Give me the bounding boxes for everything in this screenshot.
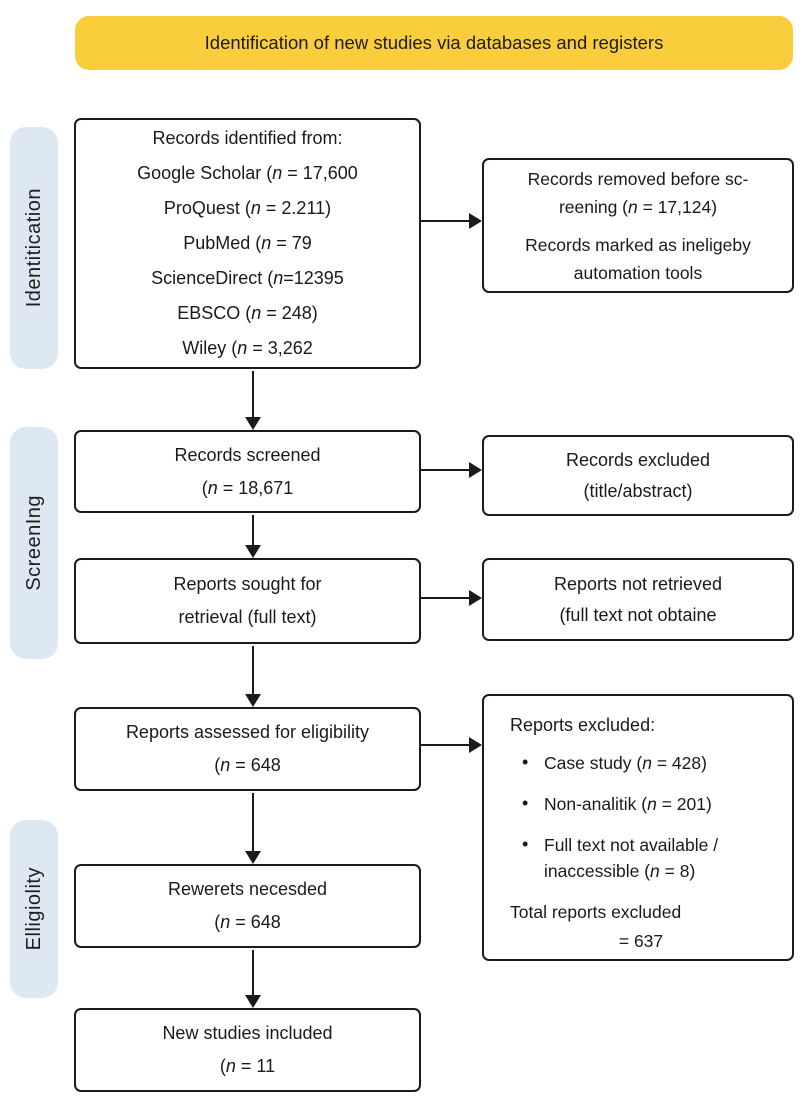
text-line: (n = 18,671 [201, 477, 294, 498]
reports-sought-box: Reports sought for retrieval (full text) [74, 558, 421, 644]
bullet-item: Non-analitik (n = 201) [522, 790, 772, 817]
stage-label-identification: Identitication [10, 127, 58, 369]
arrow-sought-to-notretrieved-head [469, 590, 482, 606]
arrow-sought-to-notretrieved-line [421, 597, 470, 599]
text-line: automation tools [573, 262, 703, 283]
text-line: Wiley (n = 3,262 [182, 338, 313, 358]
records-excluded-box: Records excluded (title/abstract) [482, 435, 794, 516]
text-line: (n = 648 [214, 755, 281, 775]
text-line: Google Scholar (n = 17,600 [137, 163, 358, 183]
stage-label-text: Identitication [22, 188, 45, 308]
reports-excluded-total: Total reports excluded = 637 [510, 899, 772, 957]
arrow-screened-to-sought-head [245, 545, 261, 558]
rewerets-necesded-box: Rewerets necesded (n = 648 [74, 864, 421, 948]
arrow-identified-to-screened-head [245, 417, 261, 430]
text-line: Total reports excluded [510, 902, 682, 922]
text-line: (title/abstract) [583, 480, 693, 501]
arrow-identified-to-removed-head [469, 213, 482, 229]
text-line: ProQuest (n = 2.211) [163, 198, 332, 218]
arrow-sought-to-assessed-line [252, 646, 254, 695]
text-line: Records identified from: [152, 128, 343, 148]
bullet-item: Full text not available / inaccessible (… [522, 831, 772, 884]
arrow-screened-to-excluded-line [421, 469, 470, 471]
text-line: Rewerets necesded [167, 879, 328, 899]
text-line: Records screened [174, 444, 321, 465]
text-line: (n = 648 [214, 912, 281, 932]
text-line: Reports assessed for eligibility [125, 722, 370, 742]
reports-excluded-title: Reports excluded: [510, 715, 656, 735]
reports-excluded-box: Reports excluded: Case study (n = 428) No… [482, 694, 794, 961]
stage-label-eligibility: Elligiolity [10, 820, 58, 998]
reports-not-retrieved-box: Reports not retrieved (full text not obta… [482, 558, 794, 641]
text-line: retrieval (full text) [178, 607, 317, 627]
arrow-sought-to-assessed-head [245, 694, 261, 707]
new-studies-included-box: New studies included (n = 11 [74, 1008, 421, 1092]
arrow-assessed-to-rewerets-line [252, 793, 254, 852]
text-line: Reports sought for [173, 574, 322, 594]
arrow-screened-to-sought-line [252, 515, 254, 546]
text-line: PubMed (n = 79 [183, 233, 312, 253]
text-line: EBSCO (n = 248) [177, 303, 318, 323]
records-screened-box: Records screened (n = 18,671 [74, 430, 421, 513]
text-line: Records removed before sc- [527, 168, 749, 189]
arrow-identified-to-screened-line [252, 371, 254, 418]
reports-excluded-bullet-list: Case study (n = 428) Non-analitik (n = 20… [510, 749, 772, 899]
stage-label-text: ScreenIng [22, 495, 45, 591]
stage-label-screening: ScreenIng [10, 427, 58, 659]
text-line: reening (n = 17,124) [558, 196, 718, 217]
records-removed-box: Records removed before sc-reening (n = 1… [482, 158, 794, 293]
text-line: New studies included [162, 1023, 333, 1043]
diagram-title-banner: Identification of new studies via databa… [75, 16, 793, 70]
arrow-identified-to-removed-line [421, 220, 470, 222]
arrow-rewerets-to-included-line [252, 950, 254, 996]
text-line: Reports not retrieved [553, 573, 723, 594]
text-line: Records marked as ineligeby [525, 234, 751, 255]
arrow-assessed-to-excluded-line [421, 744, 470, 746]
bullet-item: Case study (n = 428) [522, 749, 772, 776]
text-line: = 637 [618, 931, 664, 951]
text-line: (full text not obtaine [559, 604, 717, 625]
diagram-title: Identification of new studies via databa… [204, 32, 664, 53]
arrow-assessed-to-rewerets-head [245, 851, 261, 864]
text-line: (n = 11 [219, 1056, 276, 1076]
text-line: Records excluded [565, 449, 711, 470]
arrow-rewerets-to-included-head [245, 995, 261, 1008]
stage-label-text: Elligiolity [22, 867, 45, 951]
text-line: ScienceDirect (n=12395 [151, 268, 344, 288]
arrow-assessed-to-excluded-head [469, 737, 482, 753]
reports-assessed-box: Reports assessed for eligibility (n = 648 [74, 707, 421, 791]
arrow-screened-to-excluded-head [469, 462, 482, 478]
records-identified-box: Records identified from: Google Scholar (… [74, 118, 421, 369]
